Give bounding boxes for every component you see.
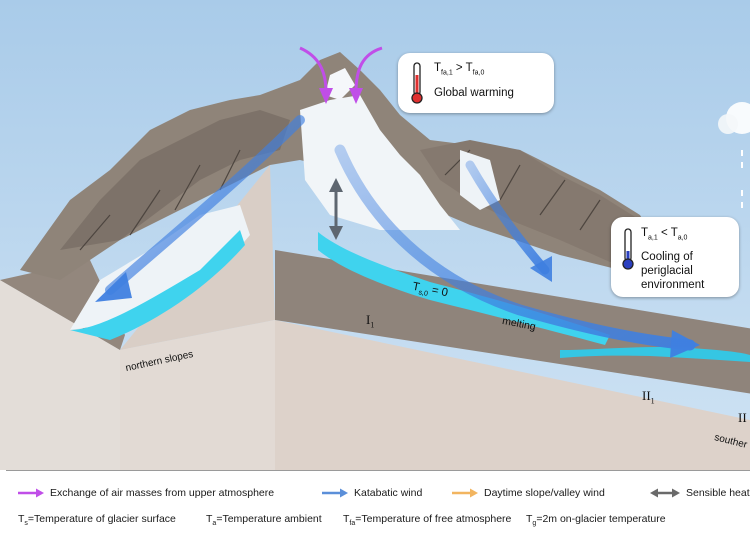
global-warming-label: Global warming (434, 87, 514, 99)
cooling-right-sub: a,0 (677, 234, 688, 242)
global-warming-callout: Tfa,1 > Tfa,0 Global warming (398, 53, 554, 113)
thermometer-cold-icon (622, 228, 634, 270)
def-tg-text: =2m on-glacier temperature (536, 513, 666, 525)
zone-ii1-roman: II (642, 388, 651, 403)
def-tg-symbol: T (526, 513, 533, 525)
legend-label-katabatic: Katabatic wind (354, 487, 423, 499)
cooling-label-line-1: Cooling of (641, 251, 693, 263)
def-ts-sub: s (24, 520, 28, 528)
sensible-heat-arrow-icon (650, 488, 680, 498)
exchange-arrow-icon (18, 488, 44, 498)
legend-divider (6, 470, 750, 471)
def-ts-text: =Temperature of glacier surface (27, 513, 176, 525)
zone-i1-label: I1 (366, 312, 374, 330)
warming-left-sub: fa,1 (441, 69, 453, 77)
zone-ii-partial-label: II (738, 410, 747, 425)
legend-label-sensible-heat: Sensible heat (686, 487, 750, 499)
definition-ts: Ts=Temperature of glacier surface (18, 513, 176, 527)
katabatic-arrows (95, 115, 700, 358)
legend-item-katabatic: Katabatic wind (322, 487, 422, 499)
valley-wind-arrow-icon (452, 488, 478, 498)
legend-item-valley-wind: Daytime slope/valley wind (452, 487, 605, 499)
sensible-heat-arrow (329, 178, 343, 240)
zone-i1-roman: I (366, 312, 371, 327)
def-ta-text: =Temperature ambient (216, 513, 322, 525)
cooling-left-sub: a,1 (648, 234, 658, 242)
air-exchange-arrows (299, 46, 383, 104)
zone-i1-sub: 1 (370, 320, 375, 330)
cooling-label-line-2: periglacial (641, 265, 693, 277)
definition-tfa: Tfa=Temperature of free atmosphere (343, 513, 511, 527)
def-ts-symbol: T (18, 513, 25, 525)
definition-tg: Tg=2m on-glacier temperature (526, 513, 666, 527)
def-tfa-text: =Temperature of free atmosphere (355, 513, 512, 525)
def-tg-sub: g (532, 520, 537, 528)
def-ta-sub: a (212, 520, 217, 528)
cooling-relation: < (660, 227, 668, 239)
zone-ii1-label: II1 (642, 388, 655, 406)
legend-label-exchange: Exchange of air masses from upper atmosp… (50, 487, 275, 499)
surface-temp-value: = 0 (430, 284, 449, 300)
warming-right-symbol: T (465, 62, 473, 74)
zone-ii1-sub: 1 (650, 396, 655, 406)
legend-item-sensible-heat: Sensible heat (650, 487, 750, 499)
legend: Exchange of air masses from upper atmosp… (0, 476, 750, 550)
legend-item-exchange: Exchange of air masses from upper atmosp… (18, 487, 274, 499)
legend-label-valley-wind: Daytime slope/valley wind (484, 487, 605, 499)
surface-temp-sub: s,0 (417, 289, 429, 298)
warming-relation: > (455, 62, 463, 74)
cooling-callout: Ta,1 < Ta,0 Cooling of periglacial envir… (611, 217, 739, 297)
def-tfa-sub: fa (349, 520, 356, 528)
definition-ta: Ta=Temperature ambient (206, 513, 322, 527)
cooling-right-symbol: T (670, 227, 678, 239)
def-ta-symbol: T (206, 513, 213, 525)
glacier-diagram (0, 0, 750, 470)
warming-left-symbol: T (434, 62, 442, 74)
cooling-left-symbol: T (641, 227, 649, 239)
def-tfa-symbol: T (343, 513, 350, 525)
thermometer-hot-icon (411, 62, 423, 104)
warming-right-sub: fa,0 (472, 69, 485, 77)
katabatic-arrow-icon (322, 488, 348, 498)
cloud-icon (718, 102, 750, 210)
cooling-label-line-3: environment (641, 279, 705, 291)
